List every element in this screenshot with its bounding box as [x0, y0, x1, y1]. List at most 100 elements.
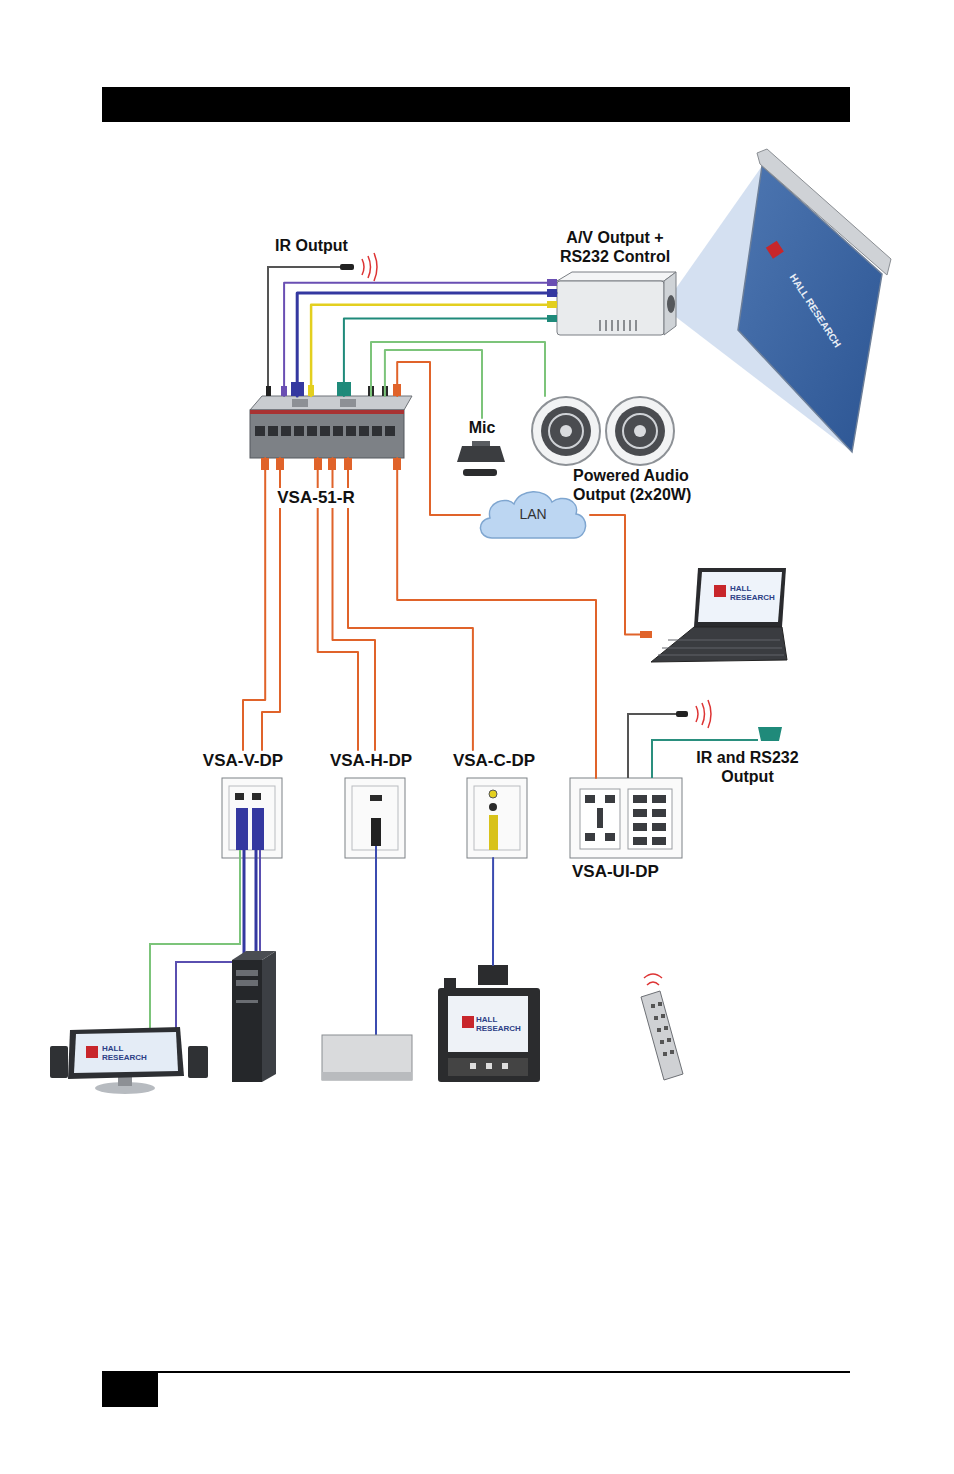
pc-monitor: [68, 1027, 184, 1079]
projector: A/V Output + RS232 Control: [556, 271, 677, 336]
projector: [557, 272, 676, 281]
ir-emitter-cable: [340, 264, 354, 270]
cable: [243, 458, 265, 750]
footer-rule: [102, 1371, 850, 1373]
projector: [557, 281, 664, 335]
document-camera: [470, 1063, 508, 1069]
document-camera: HALL RESEARCH: [435, 965, 543, 1083]
laptop: [694, 568, 786, 627]
laptop: HALL RESEARCH: [640, 566, 788, 664]
projection-screen: [757, 149, 891, 275]
pc-tower: [232, 960, 262, 1082]
pc-tower: [236, 970, 258, 976]
wall-plate: [222, 778, 682, 858]
pc-tower: [236, 980, 258, 986]
switcher: VSA-51-R: [248, 396, 412, 458]
ir-emitter-cable: [362, 253, 377, 281]
wall-plate: VSA-H-DP: [327, 750, 415, 858]
wall-plate: [352, 786, 398, 850]
document-camera: [478, 965, 508, 985]
cable: [590, 515, 640, 635]
switcher-chassis: [250, 382, 412, 470]
speaker: [606, 397, 674, 465]
wall-plate: [252, 793, 261, 800]
cable: [284, 283, 556, 396]
microphone: [457, 441, 505, 476]
output-label: IR and RS232 Output: [680, 748, 815, 786]
document-camera: [462, 1016, 474, 1028]
laptop: [651, 627, 787, 662]
wall-plate: [236, 808, 248, 850]
speaker: [634, 425, 646, 437]
ir-rs232-output-cable: [758, 727, 782, 741]
device-caption: VSA-H-DP: [330, 751, 412, 771]
projector: [664, 272, 676, 335]
label-anchor: IR and RS232 Output: [0, 0, 135, 38]
speaker: [541, 406, 591, 456]
wall-plate: VSA-UI-DP: [570, 778, 682, 858]
output-label: IR Output: [275, 236, 348, 255]
projector: [547, 272, 676, 335]
wall-plate: [229, 786, 275, 850]
footer-rule: [102, 1371, 850, 1407]
device-caption: Powered Audio Output (2x20W): [573, 466, 713, 504]
label-anchor: HALL RESEARCH: [0, 0, 100, 12]
remote-control: [644, 974, 662, 985]
device-caption: VSA-V-DP: [203, 751, 283, 771]
remote-control: [651, 1002, 674, 1056]
label-anchor: IR Output: [0, 0, 73, 19]
microphone: [457, 446, 505, 462]
microphone: Mic: [456, 418, 508, 482]
projection-screen: [738, 149, 891, 452]
speaker: [615, 406, 665, 456]
device-caption: VSA-51-R: [274, 488, 357, 508]
ir-rs232-output-cable: [696, 700, 711, 728]
device-caption: A/V Output + RS232 Control: [545, 228, 685, 266]
network-cloud: LAN: [480, 490, 590, 540]
wall-plate: [252, 808, 264, 850]
switcher-chassis: [250, 396, 412, 410]
label-anchor: HALL RESEARCH: [0, 0, 50, 18]
remote-control: [641, 991, 683, 1080]
device-caption: Mic: [469, 418, 496, 437]
switcher-chassis: [261, 458, 401, 470]
network-cloud: [480, 492, 585, 538]
pc-monitor: [86, 1046, 98, 1058]
laptop: [658, 640, 784, 655]
switcher-chassis: [340, 399, 356, 407]
projection-beam: [672, 166, 882, 452]
ir-rs232-output-cable: [628, 700, 782, 778]
switcher-chassis: [266, 386, 271, 396]
wall-plate: [585, 795, 666, 845]
wall-plate: [467, 778, 527, 858]
pc-tower: [232, 951, 276, 960]
laptop: [698, 572, 782, 622]
pc-monitor: [74, 1032, 178, 1073]
cable: [385, 350, 482, 418]
switcher-chassis: [255, 426, 395, 436]
document-camera: [448, 996, 528, 1052]
source-cable: [244, 850, 256, 956]
projection-screen: [738, 166, 882, 452]
pc-monitor: [188, 1046, 208, 1078]
wall-plate: [370, 795, 382, 801]
source-cable: [150, 850, 240, 1030]
device-caption: VSA-UI-DP: [572, 862, 659, 882]
cable: [397, 458, 596, 778]
document-camera: [444, 978, 456, 992]
cable: [348, 458, 473, 750]
cable: [492, 858, 494, 965]
logo-text: HALL RESEARCH: [102, 1044, 152, 1062]
pc-tower: [262, 951, 276, 1082]
switcher-chassis: [250, 410, 404, 414]
cable: [344, 318, 556, 396]
pc-monitor: [50, 1046, 68, 1078]
laptop: [714, 585, 726, 597]
media-player: [322, 1035, 412, 1080]
wall-plate: [489, 803, 497, 811]
media-player: [322, 1035, 412, 1080]
wall-plate: VSA-C-DP: [450, 750, 538, 858]
pc-tower: [232, 951, 276, 1082]
wall-plate: [570, 778, 682, 858]
document-camera: [438, 965, 540, 1082]
